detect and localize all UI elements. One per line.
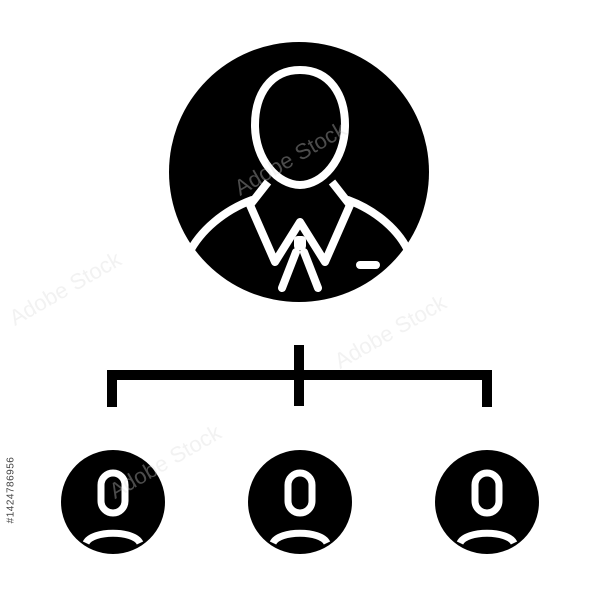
employee-shoulders <box>456 529 518 546</box>
connector-lines <box>107 345 492 407</box>
stock-id-label: #1424786956 <box>0 380 22 600</box>
manager-avatar-icon <box>169 42 429 302</box>
employee-shoulders <box>269 529 331 546</box>
employee-shoulders <box>82 529 144 546</box>
employee-avatar-icon <box>248 450 352 554</box>
stock-id-text: #1424786956 <box>5 456 17 524</box>
manager-head-outline <box>250 65 350 190</box>
manager-tie <box>278 248 322 292</box>
employee-avatar-circle <box>248 450 352 554</box>
employee-avatar-icon <box>61 450 165 554</box>
manager-collar <box>246 179 354 266</box>
manager-pocket <box>356 261 380 269</box>
manager-tie-knot <box>294 236 306 250</box>
employee-avatar-circle <box>61 450 165 554</box>
employee-avatar-circle <box>435 450 539 554</box>
manager-avatar-circle <box>169 42 429 302</box>
employee-head <box>97 469 129 517</box>
manager-shoulder-line <box>184 196 414 259</box>
employee-head <box>471 469 503 517</box>
employee-avatar-icon <box>435 450 539 554</box>
employee-head <box>284 469 316 517</box>
